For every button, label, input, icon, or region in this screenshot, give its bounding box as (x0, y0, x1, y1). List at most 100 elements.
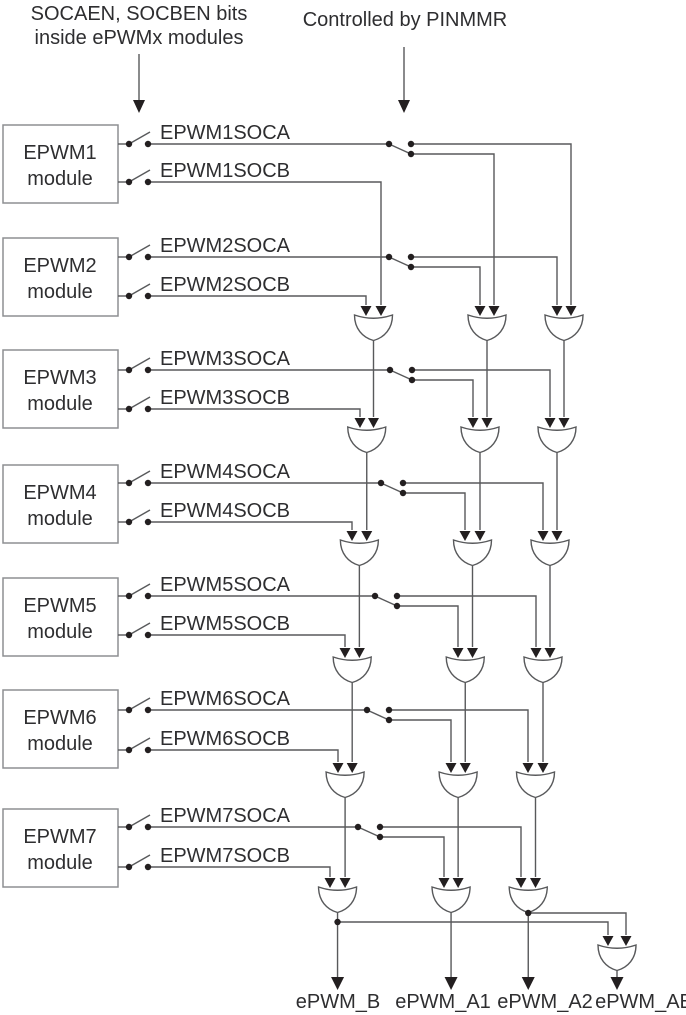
wire-socb-to-b (148, 634, 346, 647)
module-name-line1: EPWM3 (23, 367, 96, 389)
annotation-pinmmr: Controlled by PINMMR (303, 9, 508, 31)
gate-input-arrowhead-icon (452, 878, 464, 888)
or-gate (544, 314, 584, 342)
enable-switch-contact-dot (144, 292, 152, 300)
enable-switch-arm (128, 283, 151, 297)
wire-soca-to-a1 (380, 836, 445, 877)
gate-input-arrowhead-icon (346, 531, 358, 541)
gate-input-arrowhead-icon (354, 418, 366, 428)
pinmmr-switch-contact-dot (399, 479, 407, 487)
pinmmr-switch-contact-dot (385, 716, 393, 724)
soca-signal-label: EPWM2SOCA (160, 235, 291, 257)
enable-switch-contact-dot (125, 823, 133, 831)
enable-switch-contact-dot (125, 178, 133, 186)
enable-switch-contact-dot (125, 405, 133, 413)
wire-soca-to-a2 (411, 256, 558, 305)
enable-switch-arm (128, 169, 151, 183)
enable-switch-contact-dot (125, 863, 133, 871)
pinmmr-switch-contact-dot (393, 592, 401, 600)
enable-switch-contact-dot (144, 823, 152, 831)
pinmmr-switch-contact-dot (363, 706, 371, 714)
gate-input-arrowhead-icon (467, 648, 478, 658)
wire-socb-to-b (148, 521, 353, 530)
soca-signal-label: EPWM6SOCA (160, 688, 291, 710)
pinmmr-switch-arm (388, 143, 412, 155)
module-box (2, 464, 119, 544)
gate-input-arrowhead-icon (339, 878, 351, 888)
or-gate (347, 426, 387, 454)
enable-switch-contact-dot (125, 366, 133, 374)
or-gate (317, 886, 358, 914)
pinmmr-switch-contact-dot (393, 602, 401, 610)
gate-input-arrowhead-icon (474, 306, 486, 316)
or-gate (460, 426, 500, 454)
pinmmr-switch-contact-dot (385, 140, 393, 148)
enable-switch-contact-dot (125, 706, 133, 714)
gate-input-arrowhead-icon (353, 648, 365, 658)
enable-switch-contact-dot (144, 479, 152, 487)
wire-socb-to-b (148, 181, 382, 305)
enable-switch-arm (128, 854, 151, 868)
junction-dot (525, 909, 532, 917)
pinmmr-switch-arm (366, 709, 390, 721)
gate-input-arrowhead-icon (339, 648, 351, 658)
wire-soca-to-a1 (412, 379, 474, 417)
pinmmr-switch-contact-dot (407, 253, 415, 261)
soca-signal-label: EPWM5SOCA (160, 574, 291, 596)
junction-dot (334, 918, 341, 926)
enable-switch-contact-dot (144, 631, 152, 639)
enable-switch-contact-dot (144, 405, 152, 413)
pinmmr-switch-arm (388, 256, 412, 268)
or-gate (445, 656, 485, 684)
gate-input-arrowhead-icon (544, 418, 556, 428)
socb-signal-label: EPWM3SOCB (160, 387, 290, 409)
annotation-arrow-icon (133, 100, 145, 113)
enable-switch-arm (128, 396, 151, 410)
wire-soca-to-a1 (389, 719, 452, 762)
pinmmr-switch-contact-dot (354, 823, 362, 831)
wire-soca-to-a2 (389, 709, 529, 762)
module-name-line2: module (27, 168, 93, 190)
wire-soca-to-a2 (403, 482, 544, 530)
soca-signal-label: EPWM4SOCA (160, 461, 291, 483)
gate-input-arrowhead-icon (445, 763, 457, 773)
pinmmr-switch-arm (374, 595, 398, 607)
module-name-line2: module (27, 393, 93, 415)
enable-switch-contact-dot (144, 518, 152, 526)
gate-input-arrowhead-icon (375, 306, 387, 316)
pinmmr-switch-arm (357, 826, 381, 838)
or-gate (508, 886, 548, 914)
module-name-line2: module (27, 733, 93, 755)
enable-switch-contact-dot (144, 366, 152, 374)
gate-input-arrowhead-icon (602, 936, 614, 946)
soca-signal-label: EPWM1SOCA (160, 122, 291, 144)
pinmmr-switch-contact-dot (376, 823, 384, 831)
enable-switch-arm (128, 131, 151, 145)
gate-input-arrowhead-icon (537, 763, 549, 773)
wire-socb-to-b (148, 866, 331, 877)
gate-input-arrowhead-icon (551, 531, 563, 541)
module-name-line1: EPWM7 (23, 826, 96, 848)
pinmmr-switch-contact-dot (408, 376, 416, 384)
or-gate (452, 539, 493, 567)
module-name-line2: module (27, 852, 93, 874)
gate-input-arrowhead-icon (332, 763, 344, 773)
gate-input-arrowhead-icon (515, 878, 527, 888)
wire-b-to-ab-gate (337, 921, 609, 935)
or-gate (332, 656, 372, 684)
enable-switch-contact-dot (144, 746, 152, 754)
gate-input-arrowhead-icon (459, 763, 471, 773)
wire-soca-to-a1 (411, 266, 481, 305)
or-gate (438, 771, 478, 799)
soca-signal-label: EPWM3SOCA (160, 348, 291, 370)
gate-input-arrowhead-icon (360, 306, 372, 316)
pinmmr-switch-arm (389, 369, 413, 381)
enable-switch-contact-dot (125, 479, 133, 487)
module-box (2, 349, 119, 429)
or-gate (523, 656, 563, 684)
pinmmr-switch-contact-dot (407, 263, 415, 271)
enable-switch-contact-dot (144, 592, 152, 600)
output-label-epwm-ab: ePWM_AB (595, 991, 686, 1013)
gate-input-arrowhead-icon (438, 878, 450, 888)
